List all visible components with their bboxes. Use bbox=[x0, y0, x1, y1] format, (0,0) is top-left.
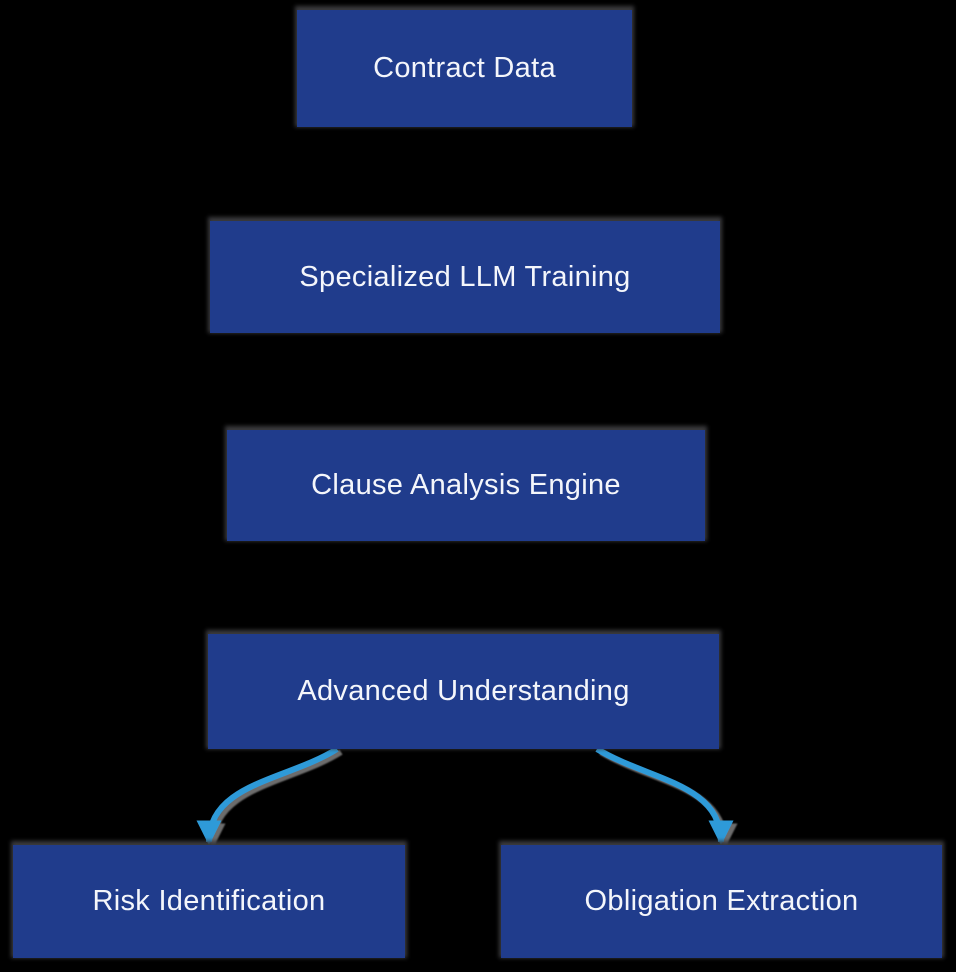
node-risk-identification: Risk Identification bbox=[13, 845, 405, 958]
node-obligation-extraction-label: Obligation Extraction bbox=[584, 885, 859, 918]
node-clause-analysis-engine-label: Clause Analysis Engine bbox=[311, 469, 621, 502]
edge-advanced-understanding-to-risk-identification bbox=[196, 746, 339, 846]
node-advanced-understanding-label: Advanced Understanding bbox=[297, 675, 630, 708]
node-clause-analysis-engine: Clause Analysis Engine bbox=[227, 430, 705, 541]
node-risk-identification-label: Risk Identification bbox=[92, 885, 326, 918]
edge-advanced-understanding-to-obligation-extraction bbox=[595, 746, 734, 846]
node-specialized-llm-training: Specialized LLM Training bbox=[210, 221, 720, 333]
node-obligation-extraction: Obligation Extraction bbox=[501, 845, 942, 958]
node-contract-data: Contract Data bbox=[297, 10, 632, 127]
node-specialized-llm-training-label: Specialized LLM Training bbox=[299, 260, 631, 293]
node-advanced-understanding: Advanced Understanding bbox=[208, 634, 719, 749]
node-contract-data-label: Contract Data bbox=[373, 52, 556, 85]
